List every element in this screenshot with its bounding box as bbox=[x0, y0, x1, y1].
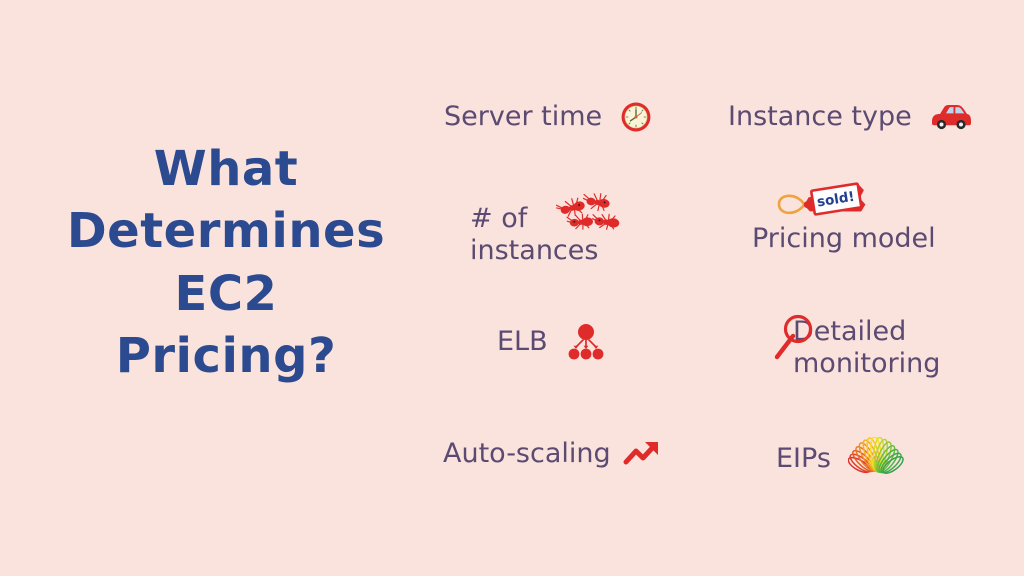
magnifying-glass-icon bbox=[771, 310, 823, 366]
factor-label-elb: ELB bbox=[497, 326, 548, 358]
factor-label-eips: EIPs bbox=[776, 443, 831, 475]
factor-item-instance-type: Instance type bbox=[728, 100, 973, 132]
rainbow-slinky-icon bbox=[847, 436, 904, 481]
page-title-line-4: Pricing? bbox=[115, 328, 337, 385]
factor-item-monitoring: Detailed monitoring bbox=[774, 314, 941, 380]
alarm-clock-icon bbox=[619, 100, 653, 134]
factor-item-pricing-model: Pricing model sold! bbox=[752, 182, 936, 254]
chart-increasing-icon bbox=[623, 437, 663, 471]
factor-label-instances-line-1: # of bbox=[470, 203, 528, 234]
page-title-line-3: EC2 bbox=[174, 265, 278, 322]
car-icon bbox=[929, 102, 973, 132]
factor-item-elb: ELB bbox=[497, 323, 607, 361]
factor-item-instances: # of instances bbox=[470, 193, 620, 267]
factor-item-auto-scaling: Auto-scaling bbox=[443, 437, 663, 471]
price-tag-text: sold! bbox=[816, 189, 856, 211]
sold-price-tag-icon: sold! bbox=[776, 178, 872, 230]
factor-label-instance-type: Instance type bbox=[728, 100, 912, 132]
factor-label-auto-scaling: Auto-scaling bbox=[443, 438, 611, 470]
ant-icon bbox=[555, 189, 628, 241]
factor-label-pricing-model: Pricing model bbox=[752, 222, 936, 254]
factor-item-server-time: Server time bbox=[444, 100, 653, 134]
factor-label-monitoring-line-1: Detailed bbox=[793, 316, 907, 347]
page-title: What Determines EC2 Pricing? bbox=[36, 138, 416, 388]
page-title-line-2: Determines bbox=[66, 203, 386, 260]
factor-item-eips: EIPs bbox=[776, 436, 904, 481]
factor-label-server-time: Server time bbox=[444, 101, 603, 133]
factor-label-instances-line-2: instances bbox=[470, 234, 599, 266]
factor-label-monitoring-line-2: monitoring bbox=[793, 347, 941, 379]
load-balancer-icon bbox=[565, 323, 607, 361]
page-title-line-1: What bbox=[153, 141, 299, 197]
